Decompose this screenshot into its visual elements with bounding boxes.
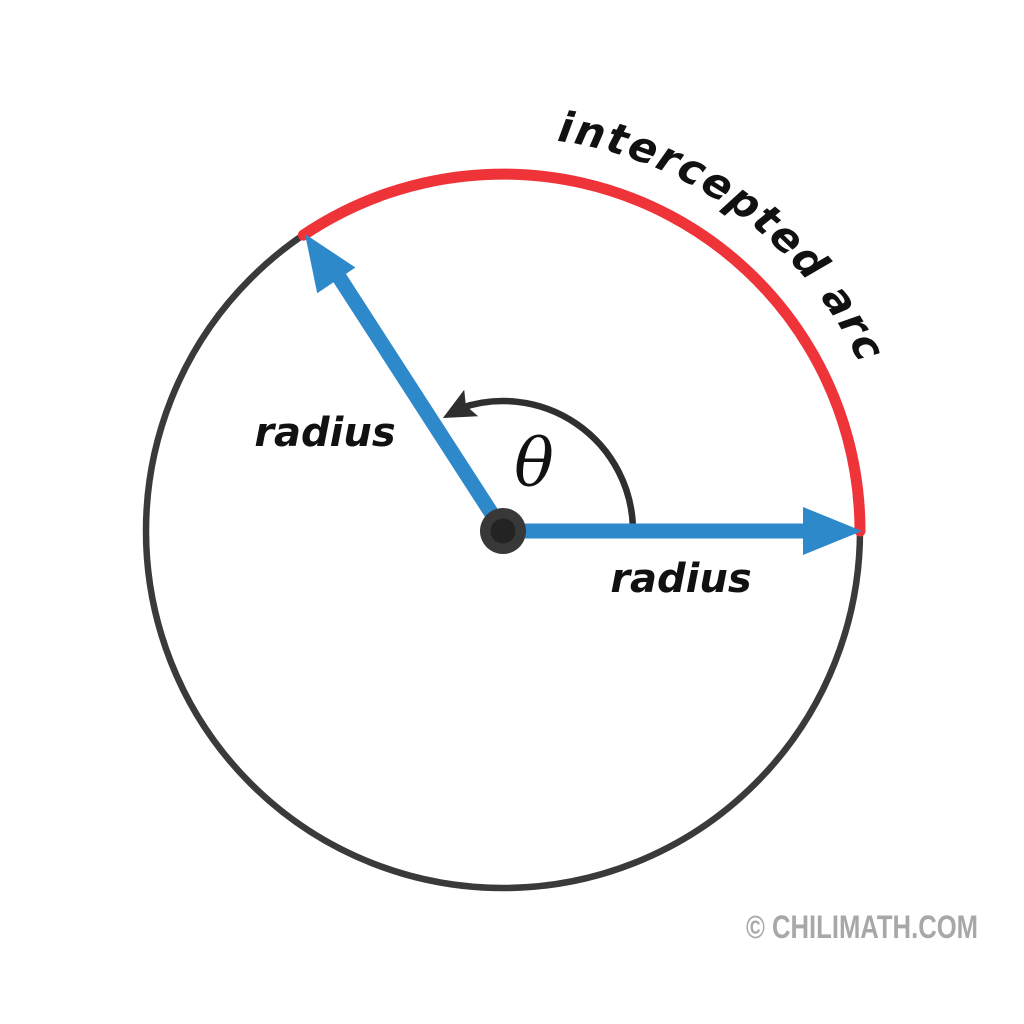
watermark: © CHILIMATH.COM — [746, 909, 978, 945]
radius-line-upper-left — [332, 272, 510, 536]
radius-label-right: radius — [610, 556, 751, 602]
intercepted-arc-label-text: intercepted arc — [555, 102, 894, 370]
intercepted-arc-label: intercepted arc — [555, 102, 896, 370]
angle-arc — [457, 397, 637, 530]
intercepted-arc — [297, 168, 866, 537]
angle-arc-arrowhead-icon — [442, 389, 479, 418]
radius-right-arrowhead-icon — [803, 507, 862, 555]
center-dot-inner — [490, 518, 516, 544]
theta-label: θ — [514, 425, 554, 502]
radius-upper-left-arrowhead-icon — [305, 234, 356, 294]
radius-label-left: radius — [254, 410, 395, 456]
